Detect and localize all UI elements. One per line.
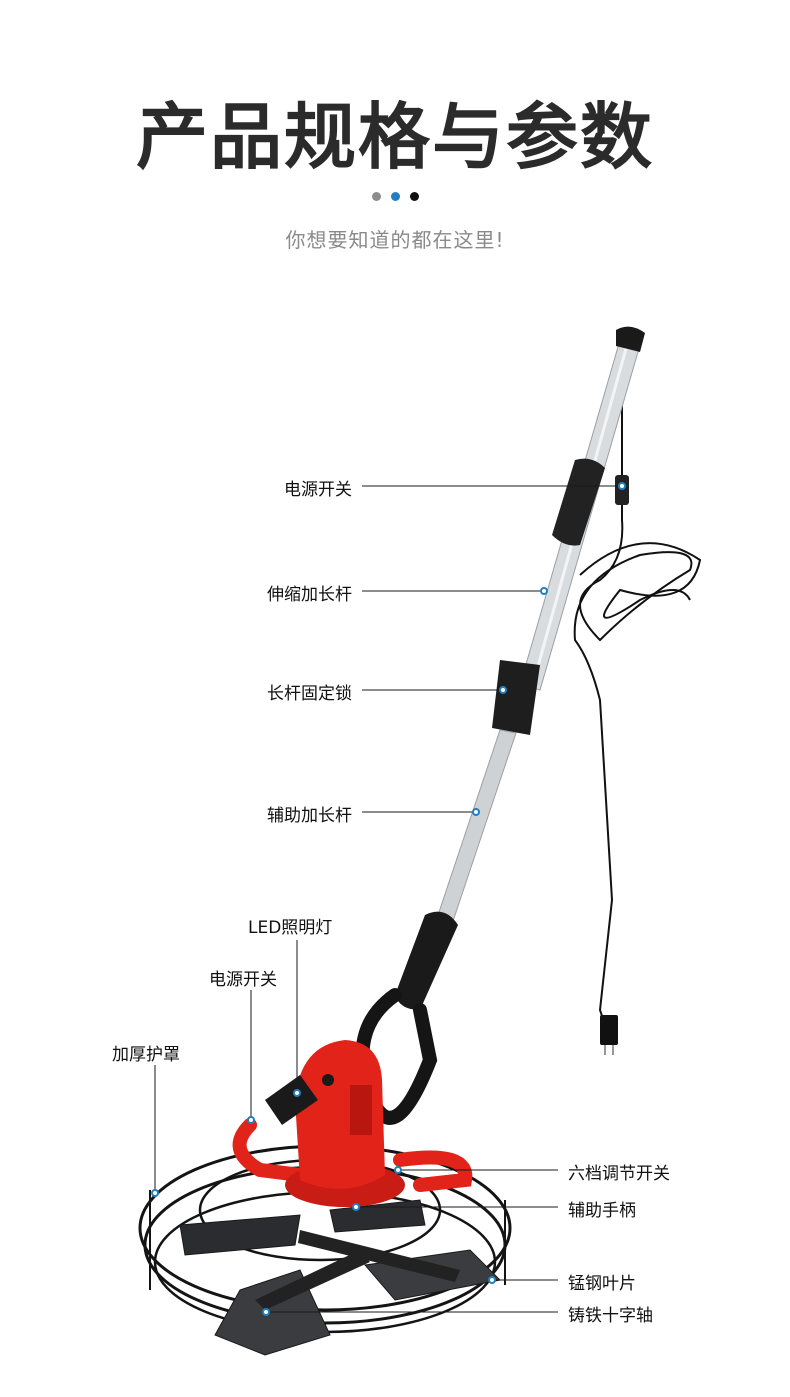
callout-power-switch-motor: 电源开关: [209, 970, 277, 990]
callout-dot: [247, 1116, 255, 1124]
dot-1: [372, 192, 381, 201]
callout-dot: [151, 1189, 159, 1197]
dot-3: [410, 192, 419, 201]
callout-dot: [293, 1089, 301, 1097]
red-handle: [232, 1118, 307, 1182]
callout-telescopic-rod: 伸缩加长杆: [267, 585, 352, 605]
blade-left: [179, 1214, 301, 1256]
callout-dot: [352, 1203, 360, 1211]
callout-dot: [540, 587, 548, 595]
callout-blades: 锰钢叶片: [568, 1274, 636, 1294]
page-title: 产品规格与参数: [135, 95, 654, 179]
lower-grip: [395, 911, 458, 1010]
callout-guard: 加厚护罩: [112, 1045, 180, 1065]
callout-dot: [618, 482, 626, 490]
plug: [600, 1015, 618, 1045]
cord-loops: [579, 542, 702, 619]
callout-aux-handle: 辅助手柄: [568, 1201, 636, 1221]
dot-2: [391, 192, 400, 201]
rod-lock: [492, 660, 540, 735]
page-subtitle: 你想要知道的都在这里!: [285, 228, 505, 252]
power-cord: [573, 360, 693, 1041]
callout-power-switch-top: 电源开关: [284, 480, 352, 500]
callout-led-light: LED照明灯: [248, 918, 333, 938]
top-cap: [616, 326, 645, 352]
callout-aux-rod: 辅助加长杆: [267, 806, 352, 826]
callout-dot: [262, 1308, 270, 1316]
callout-dot: [472, 808, 480, 816]
pagination-dots: [372, 192, 432, 202]
callout-speed-switch: 六档调节开关: [568, 1164, 670, 1184]
callout-dot: [499, 686, 507, 694]
grip: [552, 458, 605, 546]
motor-body: [295, 1040, 385, 1189]
cross-shaft: [255, 1250, 370, 1310]
callout-dot: [394, 1166, 402, 1174]
led-light: [265, 1075, 318, 1125]
callout-cross-shaft: 铸铁十字轴: [568, 1306, 653, 1326]
callout-rod-lock: 长杆固定锁: [267, 684, 352, 704]
callout-dot: [488, 1276, 496, 1284]
